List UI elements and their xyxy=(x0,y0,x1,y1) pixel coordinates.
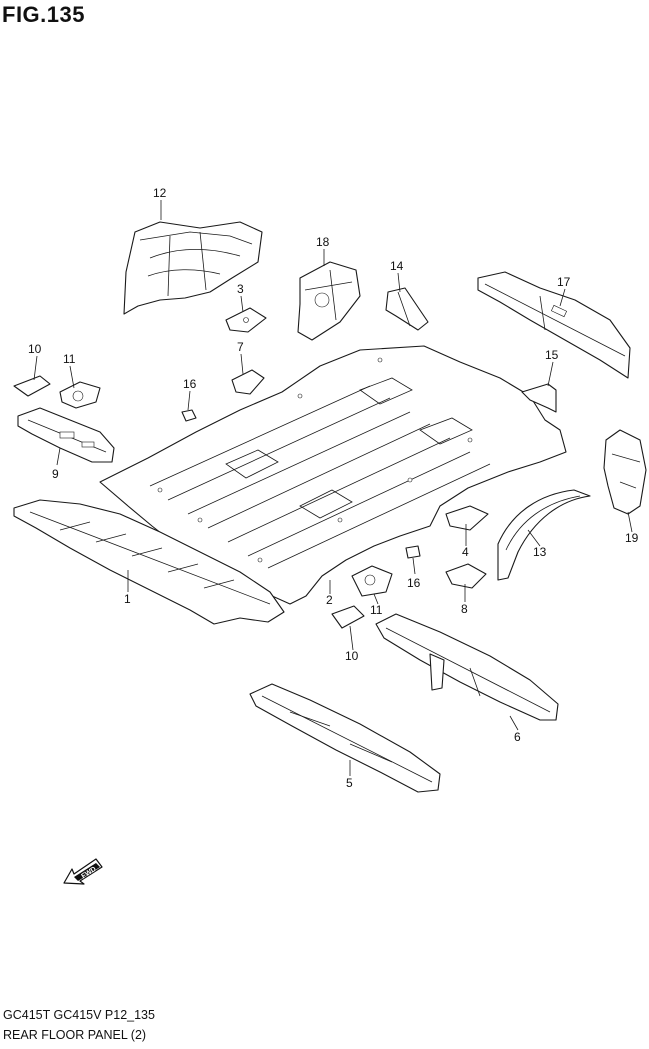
leader-lines xyxy=(33,200,633,776)
callout-labels: 12 18 14 17 3 7 16 10 11 15 9 1 2 4 13 1… xyxy=(28,186,639,790)
part-17-crossmember xyxy=(477,271,631,379)
footer-caption: REAR FLOOR PANEL (2) xyxy=(3,1028,147,1042)
part-13-bracket xyxy=(521,383,557,413)
part-10-pad-lower xyxy=(331,605,365,629)
callout-7: 7 xyxy=(237,340,244,354)
callout-10-upper: 10 xyxy=(28,342,42,356)
figure-title: FIG.135 xyxy=(2,2,85,27)
part-7-plate xyxy=(231,369,265,395)
part-3-plate xyxy=(225,307,267,333)
part-8-plate xyxy=(445,563,487,589)
callout-6: 6 xyxy=(514,730,521,744)
part-15-wheelhouse-outer xyxy=(497,489,591,581)
callout-18: 18 xyxy=(316,235,330,249)
callout-9: 9 xyxy=(52,467,59,481)
part-11-bracket-upper xyxy=(59,381,101,409)
part-9-reinforcement xyxy=(17,407,115,463)
callout-12: 14 xyxy=(390,259,404,273)
part-4-plate xyxy=(445,505,489,531)
callout-19: 19 xyxy=(625,531,639,545)
callout-8: 8 xyxy=(461,602,468,616)
callout-13: 15 xyxy=(545,348,559,362)
part-5-crossmember xyxy=(249,683,441,793)
part-14-wheelhouse-inner xyxy=(123,221,263,315)
callout-14: 12 xyxy=(153,186,167,200)
part-1-crossmember xyxy=(13,499,285,625)
callout-16-upper: 16 xyxy=(183,377,197,391)
part-12-bracket xyxy=(385,287,429,331)
part-18-bracket xyxy=(297,261,361,341)
footer-model-code: GC415T GC415V P12_135 xyxy=(3,1008,155,1022)
part-19-bracket xyxy=(603,429,647,515)
part-11-bracket-lower xyxy=(351,565,393,597)
callout-5: 5 xyxy=(346,776,353,790)
callout-15: 13 xyxy=(533,545,547,559)
part-6-crossmember xyxy=(375,613,559,721)
callout-2: 2 xyxy=(326,593,333,607)
callout-11-upper: 11 xyxy=(63,352,76,366)
callout-17: 17 xyxy=(557,275,571,289)
part-16-plug-lower xyxy=(405,545,421,559)
callout-11-lower: 11 xyxy=(370,603,383,617)
callout-3: 3 xyxy=(237,282,244,296)
callout-4: 4 xyxy=(462,545,469,559)
part-10-pad-upper xyxy=(13,375,51,397)
callout-16-lower: 16 xyxy=(407,576,421,590)
fwd-arrow-icon: FWD xyxy=(63,858,103,885)
callout-1: 1 xyxy=(124,592,131,606)
callout-10-lower: 10 xyxy=(345,649,359,663)
part-2-rear-floor-panel xyxy=(99,345,567,605)
part-16-plug-upper xyxy=(181,409,197,422)
